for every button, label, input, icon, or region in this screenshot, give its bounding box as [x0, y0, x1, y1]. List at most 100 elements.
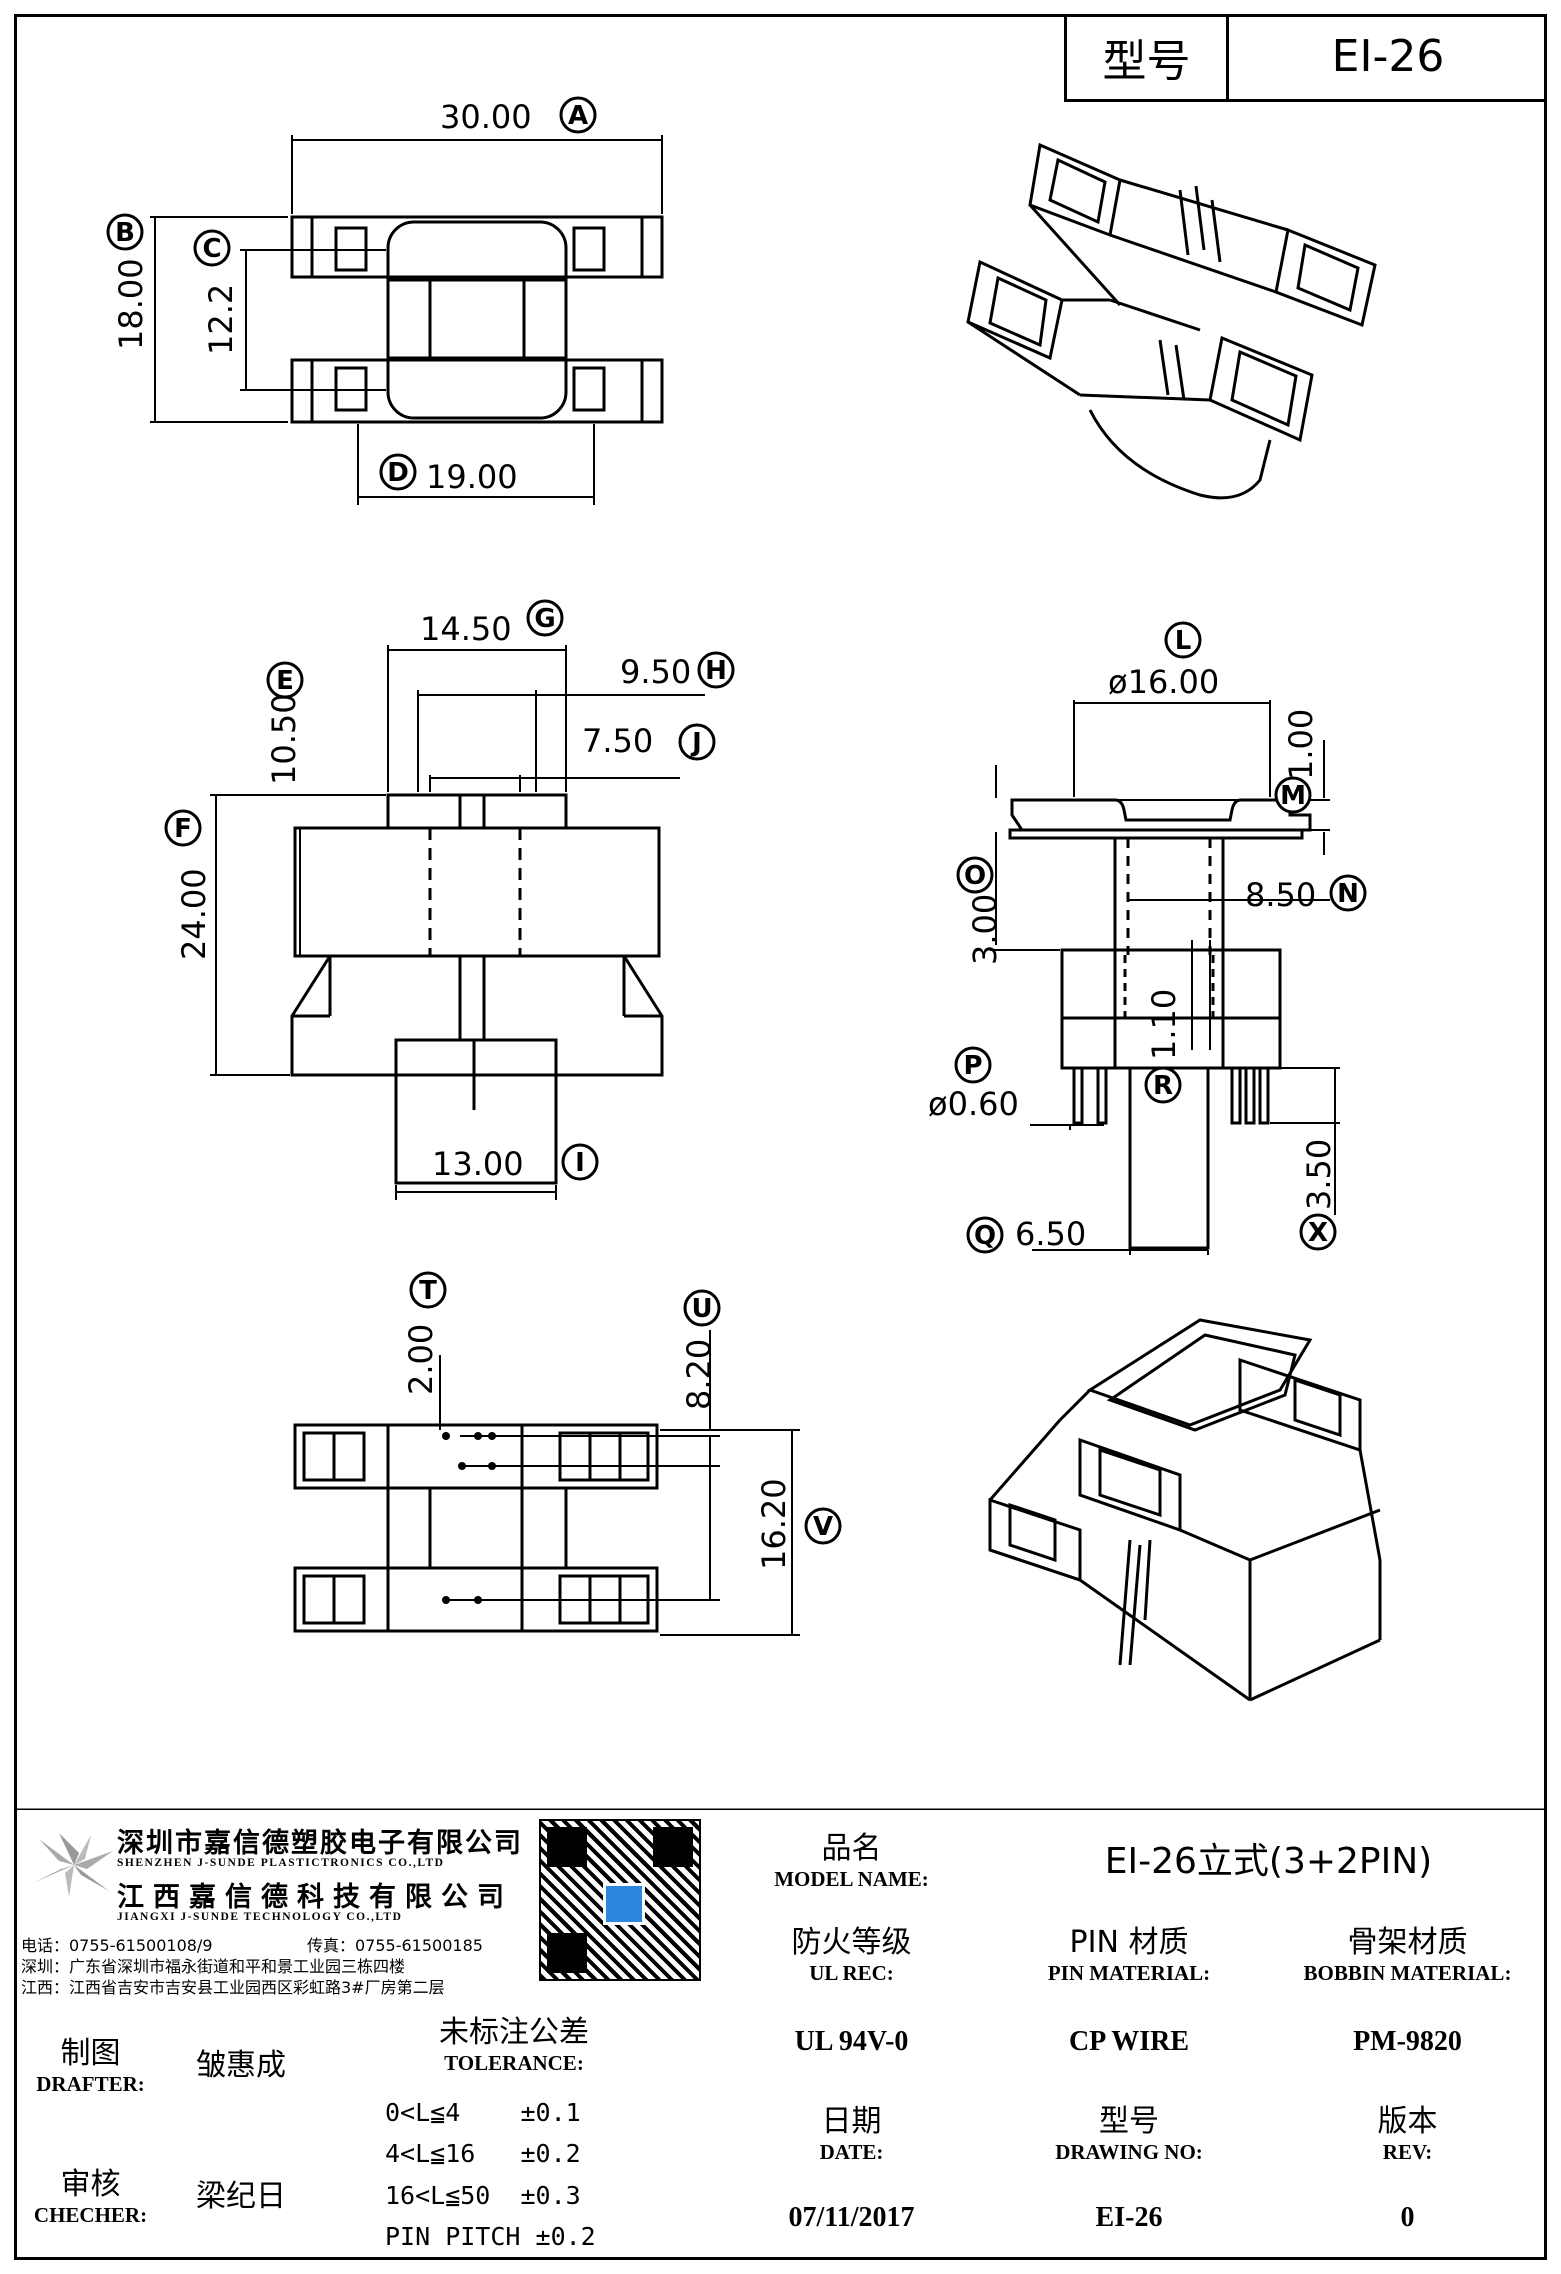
dim-marker-x: X	[1299, 1213, 1337, 1251]
dim-marker-letter: D	[387, 458, 409, 488]
header-model-value-cell: EI-26	[1226, 14, 1547, 102]
company-name-cn-1: 深圳市嘉信德塑胶电子有限公司	[117, 1828, 523, 1859]
dim-O-value: 3.00	[966, 894, 1004, 965]
dim-marker-letter: U	[691, 1294, 712, 1324]
dim-marker-letter: L	[1175, 626, 1192, 656]
dim-marker-e: E	[266, 661, 304, 699]
drafter-label-en: DRAFTER:	[36, 2071, 145, 2096]
tolerance-label-cn: 未标注公差	[439, 2015, 589, 2050]
company-address-jiangxi: 江西：江西省吉安市吉安县工业园西区彩虹路3#厂房第二层	[21, 1978, 445, 1997]
dim-H-value: 9.50	[620, 653, 691, 691]
date-value: 07/11/2017	[788, 2201, 915, 2233]
dim-J-value: 7.50	[582, 722, 653, 760]
ul-value-cell: UL 94V-0	[713, 1998, 990, 2085]
tolerance-list: 0<L≦4 ±0.1 4<L≦16 ±0.2 16<L≦50 ±0.3 PIN …	[385, 2092, 705, 2257]
dimension-markers: A B C D E F G H I J L M N O P Q R X T U V	[106, 96, 1367, 1545]
dim-C-value: 12.2	[202, 284, 240, 355]
company-phone: 电话：0755-61500108/9	[21, 1936, 213, 1955]
pin-value: CP WIRE	[1068, 2025, 1190, 2057]
pin-label-cn: PIN 材质	[1069, 1925, 1189, 1960]
dim-marker-g: G	[526, 599, 564, 637]
dim-marker-f: F	[164, 809, 202, 847]
dim-P-value: ø0.60	[928, 1085, 1019, 1123]
dim-marker-letter: I	[575, 1148, 585, 1178]
date-value-cell: 07/11/2017	[713, 2175, 990, 2260]
model-name-value: EI-26立式(3+2PIN)	[1104, 1840, 1433, 1882]
dim-marker-i: I	[561, 1143, 599, 1181]
tolerance-label-en: TOLERANCE:	[444, 2051, 584, 2075]
front-view	[290, 793, 664, 1185]
drawing-no-value: EI-26	[1095, 2201, 1163, 2233]
tolerance-label-cell: 未标注公差 TOLERANCE:	[315, 1998, 713, 2085]
rev-label-cn: 版本	[1377, 2103, 1438, 2139]
tolerance-row: PIN PITCH ±0.2	[385, 2221, 596, 2251]
iso-view-bottom	[988, 1318, 1382, 1702]
checker-value: 梁纪日	[196, 2179, 286, 2214]
dim-marker-letter: F	[174, 814, 192, 844]
company-name-en-2: JIANGXI J-SUNDE TECHNOLOGY CO.,LTD	[117, 1911, 403, 1923]
dim-marker-d: D	[379, 453, 417, 491]
dim-marker-letter: Q	[974, 1221, 996, 1251]
ul-value: UL 94V-0	[794, 2025, 909, 2057]
dim-marker-v: V	[804, 1507, 842, 1545]
drawing-frame	[14, 14, 1547, 2260]
dim-D-value: 19.00	[426, 458, 518, 496]
tolerance-row: 0<L≦4 ±0.1	[385, 2098, 581, 2128]
header-model-label: 型号	[1102, 35, 1191, 87]
model-name-value-cell: EI-26立式(3+2PIN)	[990, 1810, 1547, 1905]
dim-B-value: 18.00	[112, 258, 150, 350]
drafter-label-cn: 制图	[60, 2035, 121, 2071]
tolerance-row: 4<L≦16 ±0.2	[385, 2139, 581, 2169]
drawing-no-label-cell: 型号 DRAWING NO:	[990, 2085, 1268, 2175]
technical-drawing: 30.00 18.00 12.2 19.00 14.50 9.50 7.50 1…	[14, 96, 1547, 1810]
bottom-view-pins	[442, 1432, 496, 1604]
dim-marker-j: J	[678, 723, 716, 761]
drawing-no-label-en: DRAWING NO:	[1055, 2139, 1203, 2164]
company-address-shenzhen: 深圳：广东省深圳市福永街道和平和景工业园三栋四楼	[21, 1957, 406, 1976]
dim-marker-t: T	[409, 1271, 447, 1309]
dim-E-value: 10.50	[265, 693, 303, 785]
iso-view-top	[966, 142, 1377, 500]
ul-label-cn: 防火等级	[791, 1925, 912, 1960]
company-block: 深圳市嘉信德塑胶电子有限公司 SHENZHEN J-SUNDE PLASTICT…	[17, 1813, 710, 1997]
dim-marker-o: O	[956, 856, 994, 894]
dim-R-value: 1.10	[1145, 989, 1183, 1060]
dim-marker-letter: M	[1280, 781, 1306, 811]
dim-marker-letter: G	[534, 604, 555, 634]
bobbin-label-cn: 骨架材质	[1347, 1925, 1468, 1960]
dim-V-value: 16.20	[755, 1478, 793, 1570]
dim-marker-letter: B	[115, 218, 135, 248]
dim-marker-r: R	[1144, 1066, 1182, 1104]
header-model-value: EI-26	[1331, 31, 1445, 82]
dim-marker-l: L	[1164, 621, 1202, 659]
dim-marker-letter: J	[690, 728, 702, 758]
dim-marker-letter: A	[568, 101, 588, 131]
bobbin-label-en: BOBBIN MATERIAL:	[1303, 1961, 1512, 1985]
dim-marker-letter: R	[1153, 1071, 1173, 1101]
qr-code	[539, 1819, 701, 1981]
dim-marker-b: B	[106, 213, 144, 251]
bobbin-label-cell: 骨架材质 BOBBIN MATERIAL:	[1268, 1905, 1547, 1998]
dim-F-value: 24.00	[175, 868, 213, 960]
dim-marker-letter: T	[419, 1276, 437, 1306]
checker-label-en: CHECHER:	[33, 2202, 148, 2227]
dim-Q-value: 6.50	[1015, 1215, 1086, 1253]
model-name-label-cn: 品名	[821, 1831, 882, 1866]
dim-marker-h: H	[697, 651, 735, 689]
dimension-texts: 30.00 18.00 12.2 19.00 14.50 9.50 7.50 1…	[112, 98, 1338, 1570]
dim-marker-letter: C	[202, 234, 221, 264]
drafter-label-cell: 制图 DRAFTER:	[14, 1998, 167, 2126]
ul-label-en: UL REC:	[809, 1961, 894, 1985]
checker-label-cn: 审核	[60, 2166, 121, 2202]
dim-marker-letter: O	[964, 861, 986, 891]
dim-L-value: ø16.00	[1108, 663, 1219, 701]
dim-marker-letter: P	[963, 1051, 982, 1081]
dim-marker-letter: N	[1337, 879, 1359, 909]
model-name-label-cell: 品名 MODEL NAME:	[713, 1810, 990, 1905]
dim-N-value: 8.50	[1245, 876, 1316, 914]
dim-M-value: 1.00	[1282, 709, 1320, 780]
drawing-no-value-cell: EI-26	[990, 2175, 1268, 2260]
top-view	[290, 215, 664, 424]
tolerance-row: 16<L≦50 ±0.3	[385, 2180, 581, 2210]
date-label-cn: 日期	[821, 2103, 882, 2139]
